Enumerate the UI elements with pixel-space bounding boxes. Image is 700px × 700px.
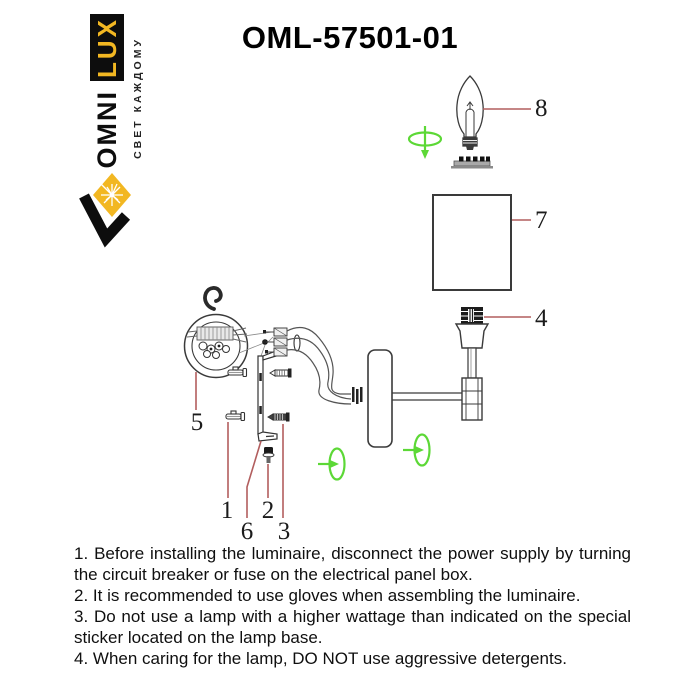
part-label-3: 3 [278, 518, 291, 540]
logo-omni-text: OMNI [91, 89, 122, 169]
part-label-8: 8 [535, 95, 548, 122]
page-title: OML-57501-01 [241, 20, 459, 55]
mounting-bracket-part [257, 350, 278, 442]
instruction-item-1: 1. Before installing the luminaire, disc… [74, 544, 631, 584]
lampshade-part [432, 194, 512, 291]
logo-omni-box: OMNI [90, 82, 124, 176]
brand-logo: LUX OMNI СВЕТ КАЖДОМУ [79, 10, 184, 248]
wiring-link-lines [238, 331, 274, 357]
shade-ring-part [451, 156, 493, 169]
mounting-ring-part [183, 313, 249, 379]
assembly-diagram: 8 7 4 5 1 6 2 3 [183, 75, 548, 540]
part-label-6: 6 [241, 518, 254, 540]
part-label-4: 4 [535, 305, 548, 332]
instructions-block: 1. Before installing the luminaire, disc… [74, 543, 631, 669]
rotate-axis-left-icon [403, 433, 431, 467]
socket-part [454, 307, 490, 421]
part-label-1: 1 [221, 497, 234, 524]
wall-anchor-part [227, 366, 248, 378]
diamond-logo-icon [79, 173, 131, 248]
wall-plate-part [367, 349, 462, 448]
part-label-5: 5 [191, 409, 204, 436]
screw-part [267, 412, 290, 422]
logo-lux-box: LUX [90, 14, 124, 81]
rotate-axis-left-icon [318, 447, 346, 481]
leader-lines [195, 108, 531, 518]
wall-anchor-part [225, 410, 246, 422]
wire-harness [263, 326, 363, 405]
screw-part [269, 368, 292, 378]
bulb-part [456, 75, 484, 150]
instruction-item-2: 2. It is recommended to use gloves when … [74, 586, 581, 605]
instruction-item-4: 4. When caring for the lamp, DO NOT use … [74, 649, 567, 668]
part-label-2: 2 [262, 497, 275, 524]
rotate-axis-down-icon [407, 126, 443, 159]
hook-icon [203, 286, 223, 311]
bolt-part [262, 447, 275, 463]
part-label-7: 7 [535, 207, 548, 234]
instruction-item-3: 3. Do not use a lamp with a higher watta… [74, 607, 631, 647]
